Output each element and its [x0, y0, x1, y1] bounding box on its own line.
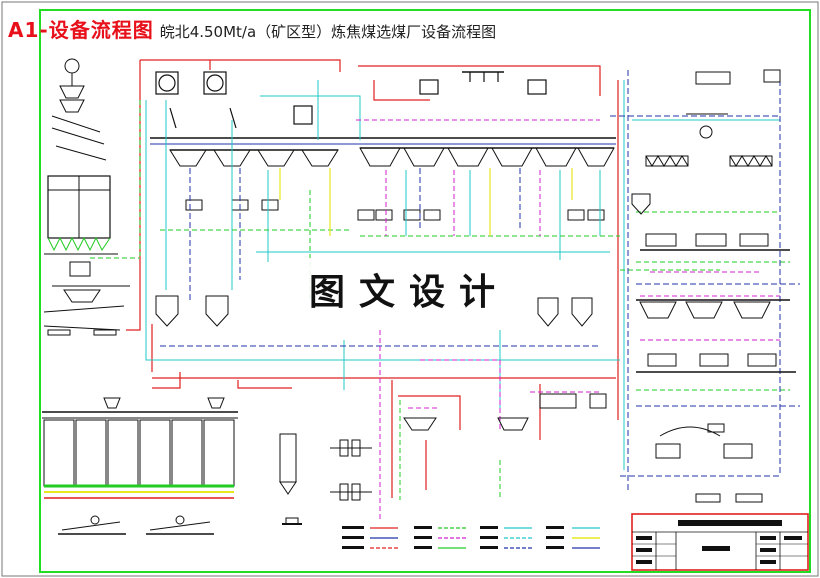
drawing-frame: [39, 9, 811, 573]
title-text: 皖北4.50Mt/a（矿区型）炼焦煤选煤厂设备流程图: [159, 23, 497, 41]
raw-coal-bins-left: [43, 58, 130, 336]
title-code: A1-设备流程图: [8, 18, 154, 42]
product-silo-bank: [42, 397, 238, 535]
title-block: [631, 513, 809, 571]
line-type-legend: [342, 526, 600, 549]
right-section-equipment: [631, 69, 796, 503]
distribution-header: [150, 137, 616, 145]
watermark-overlay: 图文设计: [286, 258, 532, 320]
pipes-yellow: [279, 168, 573, 236]
pipes-blue: [160, 70, 800, 492]
pipes-red: [126, 59, 619, 498]
watermark-text: 图文设计: [308, 271, 509, 313]
pipes-magenta: [356, 119, 780, 520]
pipes-green: [90, 100, 790, 500]
crusher-units: [155, 71, 547, 129]
lower-center-equipment: [279, 393, 607, 525]
diagram-title: A1-设备流程图 皖北4.50Mt/a（矿区型）炼焦煤选煤厂设备流程图: [8, 14, 496, 48]
screen-row: [169, 147, 615, 167]
